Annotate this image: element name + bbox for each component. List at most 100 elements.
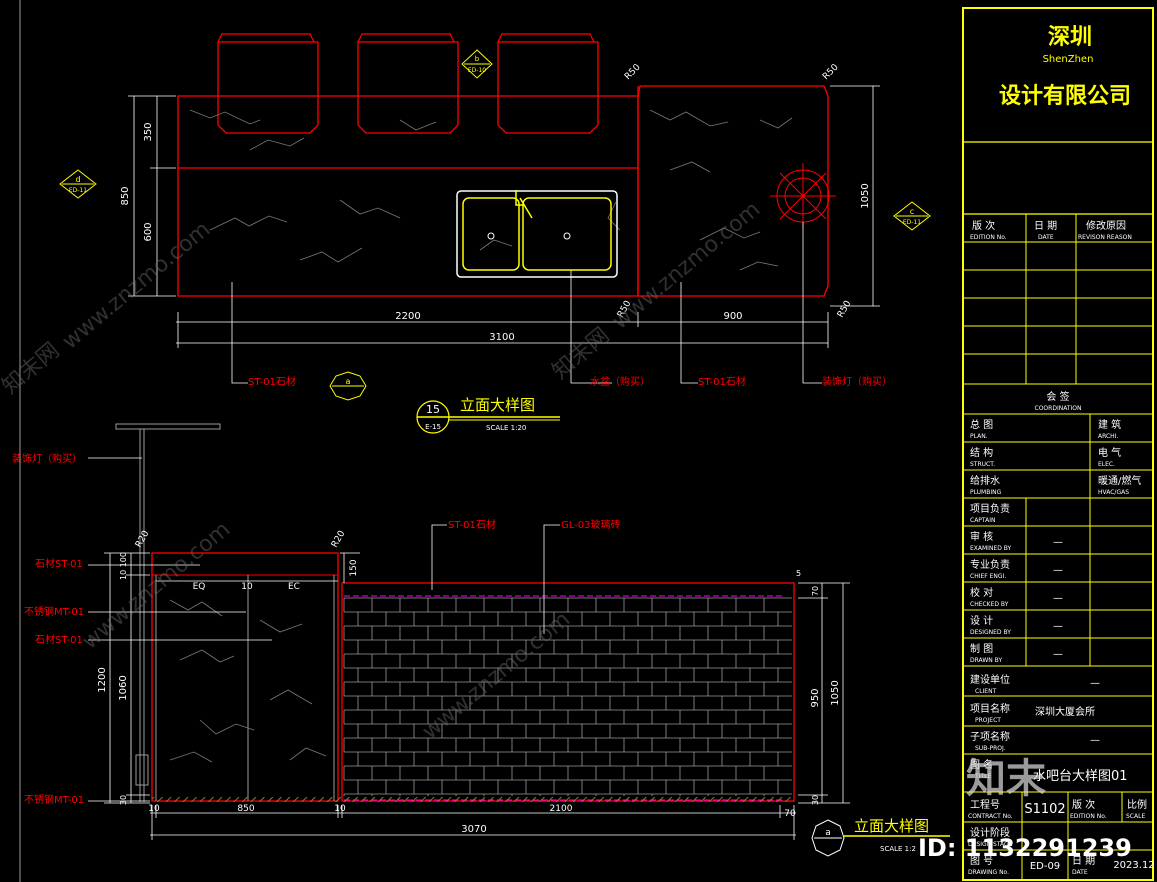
elevation-title-scale: SCALE 1:2 xyxy=(880,845,916,853)
tb-subproject-cn: 子项名称 xyxy=(970,730,1010,743)
sign-row-5-en: DESIGNED BY xyxy=(970,629,1011,636)
elev-dim-3070: 3070 xyxy=(461,824,486,835)
tb-title-cn: 图 名 xyxy=(970,758,993,771)
tb-project-value: 深圳大厦会所 xyxy=(1035,705,1095,718)
section-tag-top-bot: ED-10 xyxy=(468,67,486,74)
tb-date-cn: 日 期 xyxy=(1072,855,1095,867)
elevation-view: 10 850 10 2100 70 3070 EQ 10 EC 1200 106… xyxy=(12,423,950,857)
section-tag-left: d ED-11 xyxy=(59,169,97,199)
elev-callout-glass-text: 玻璃砖 xyxy=(590,518,620,531)
section-tag-right: c ED-11 xyxy=(893,201,931,231)
coord-rows: 总 图 PLAN. 建 筑 ARCHI. 结 构 STRUCT. 电 气 ELE… xyxy=(970,418,1141,496)
plan-title-block: 15 E-15 立面大样图 SCALE 1:20 xyxy=(416,396,560,434)
elevation-lamp-pole xyxy=(115,423,221,802)
watermarks: www.znzmo.com www.znzmo.com www.znzmo.co… xyxy=(0,197,765,745)
rev-h3-cn: 修改原因 xyxy=(1086,219,1126,232)
elev-dim-70-top: 70 xyxy=(811,586,820,596)
coord-r2-l-en: STRUCT. xyxy=(970,461,995,468)
coord-r1-r-cn: 建 筑 xyxy=(1098,418,1121,431)
watermark-logo: 知末 xyxy=(966,756,1046,802)
section-tag-top: b ED-10 xyxy=(461,49,493,79)
tb-subproject-value: — xyxy=(1090,735,1100,746)
svg-text:不锈钢MT-01: 不锈钢MT-01 xyxy=(24,605,84,618)
tb-company: 设计有限公司 xyxy=(999,83,1131,109)
elev-dim-70-bot: 70 xyxy=(784,809,796,819)
sign-row-1-en: CAPTAIN xyxy=(970,517,995,524)
plan-leaders xyxy=(231,222,822,384)
tb-scale-en: SCALE xyxy=(1126,813,1145,820)
coord-r1-l-cn: 总 图 xyxy=(970,418,993,431)
tb-scale-cn: 比例 xyxy=(1127,798,1147,811)
sign-row-6-en: DRAWN BY xyxy=(970,657,1002,664)
tb-phase-cn: 设计阶段 xyxy=(970,826,1010,839)
sign-row-3-mark: — xyxy=(1053,565,1063,576)
tb-city: 深圳 xyxy=(1048,25,1092,50)
sign-row-5-cn: 设 计 xyxy=(970,614,993,627)
tb-edition-cn: 版 次 xyxy=(1072,798,1095,811)
sign-row-2-cn: 审 核 xyxy=(970,530,993,543)
coord-r3-l-en: PLUMBING xyxy=(970,489,1002,496)
tb-subproject-en: SUB-PROJ. xyxy=(975,745,1006,752)
coord-r1-l-en: PLAN. xyxy=(970,433,988,440)
elev-callout-steel2-text: 不锈钢 xyxy=(24,793,54,806)
tb-project-en: PROJECT xyxy=(975,717,1001,724)
plan-radius-bot-right: R50 xyxy=(836,299,854,320)
project-table xyxy=(963,695,1153,880)
elev-callout-steel1-code: MT-01 xyxy=(54,607,84,618)
rev-h2-cn: 日 期 xyxy=(1034,220,1057,232)
sign-row-4-en: CHECKED BY xyxy=(970,601,1009,608)
elev-callout-stone1-text: 石材 xyxy=(35,557,55,570)
watermark-brand-2: 知末网 xyxy=(548,323,615,385)
elevation-horizontal-dims xyxy=(150,580,796,840)
sign-row-4-mark: — xyxy=(1053,593,1063,604)
revision-table xyxy=(963,214,1153,385)
coord-r2-r-en: ELEC. xyxy=(1098,461,1115,468)
elev-callout-glass-code: GL-03 xyxy=(561,520,590,531)
elev-dim-10-eq: 10 xyxy=(241,582,253,592)
section-tag-right-top: c xyxy=(910,207,914,216)
tb-drawno-en: DRAWING No. xyxy=(968,869,1009,876)
coord-r2-l-cn: 结 构 xyxy=(970,446,993,459)
elev-dim-950: 950 xyxy=(810,688,821,707)
coord-en: COORDINATION xyxy=(1035,405,1082,412)
svg-text:ST-01石材: ST-01石材 xyxy=(248,375,296,388)
lamp-symbol xyxy=(770,163,836,229)
watermark-id: ID: 1132291239 xyxy=(918,834,1132,862)
section-tag-bottom: a xyxy=(329,371,367,401)
elevation-title-block: a 立面大样图 SCALE 1:2 xyxy=(811,817,950,857)
sign-row-2-mark: — xyxy=(1053,537,1063,548)
plan-callout-stone-left-text: 石材 xyxy=(276,375,296,388)
sign-table xyxy=(963,498,1153,667)
plan-title-scale: SCALE 1:20 xyxy=(486,424,526,432)
coord-r3-r-en: HVAC/GAS xyxy=(1098,489,1129,496)
elev-callout-top-stone-code: ST-01 xyxy=(448,520,476,531)
coord-r2-r-cn: 电 气 xyxy=(1098,446,1121,459)
elev-dim-10-mid: 10 xyxy=(334,804,346,814)
sign-row-2-en: EXAMINED BY xyxy=(970,545,1012,552)
counter-outline xyxy=(177,85,829,297)
elev-callout-stone2-code: ST-01 xyxy=(55,635,83,646)
sign-row-3-cn: 专业负责 xyxy=(970,558,1010,571)
rev-h1-cn: 版 次 xyxy=(972,219,995,232)
elev-radius-left: R20 xyxy=(134,529,152,550)
tb-title-en: TITLE xyxy=(974,773,991,780)
tb-client-cn: 建设单位 xyxy=(970,673,1010,686)
sink xyxy=(456,190,618,278)
plan-radius-top-right: R50 xyxy=(821,62,841,82)
svg-text:GL-03玻璃砖: GL-03玻璃砖 xyxy=(561,518,620,531)
watermark-site-1: www.znzmo.com xyxy=(58,217,215,355)
sign-row-6-cn: 制 图 xyxy=(970,642,993,655)
svg-text:不锈钢MT-01: 不锈钢MT-01 xyxy=(24,793,84,806)
tb-client-value: — xyxy=(1090,678,1100,689)
plan-dim-600: 600 xyxy=(143,222,154,241)
plan-callout-sink: 水盆（购买） xyxy=(590,375,650,388)
elev-dim-2100: 2100 xyxy=(550,804,573,814)
section-tag-left-top: d xyxy=(75,175,80,184)
elev-dim-10-100: 10 100 xyxy=(119,552,128,580)
elev-callout-steel2-code: MT-01 xyxy=(54,795,84,806)
tb-drawno-value: ED-09 xyxy=(1030,861,1060,872)
plan-title-sheet: E-15 xyxy=(425,423,441,431)
tb-phase-en: DESIGN STAGE xyxy=(968,841,1013,848)
